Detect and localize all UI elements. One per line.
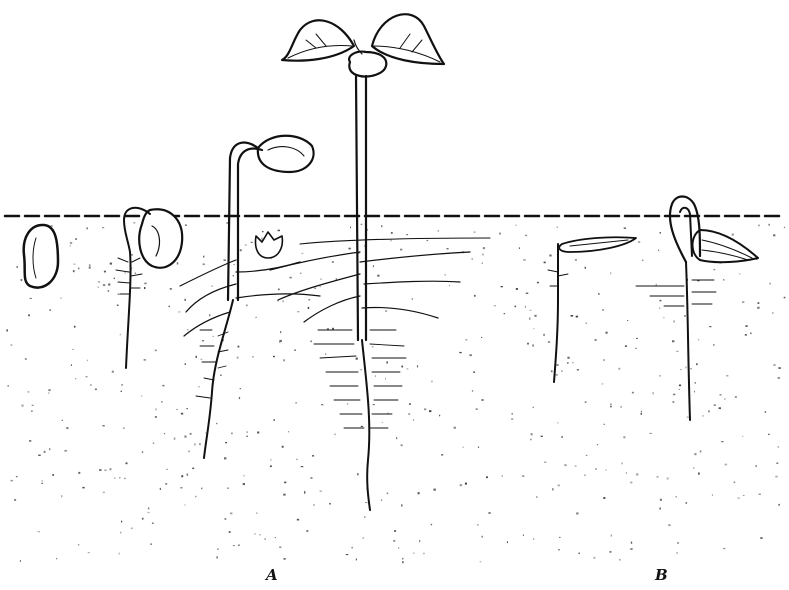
bean-seedling-stage-3 <box>180 136 320 458</box>
pea-seedling-stage-2 <box>636 197 758 421</box>
pea-seedling-stage-1 <box>548 237 636 382</box>
series-b-label: B <box>655 566 668 584</box>
bean-seedling-stage-2 <box>116 208 182 368</box>
bean-seedling-stage-4 <box>270 14 490 510</box>
soil-texture <box>6 222 785 563</box>
bean-seed-stage-1 <box>24 225 58 288</box>
series-a-label: A <box>266 566 278 584</box>
